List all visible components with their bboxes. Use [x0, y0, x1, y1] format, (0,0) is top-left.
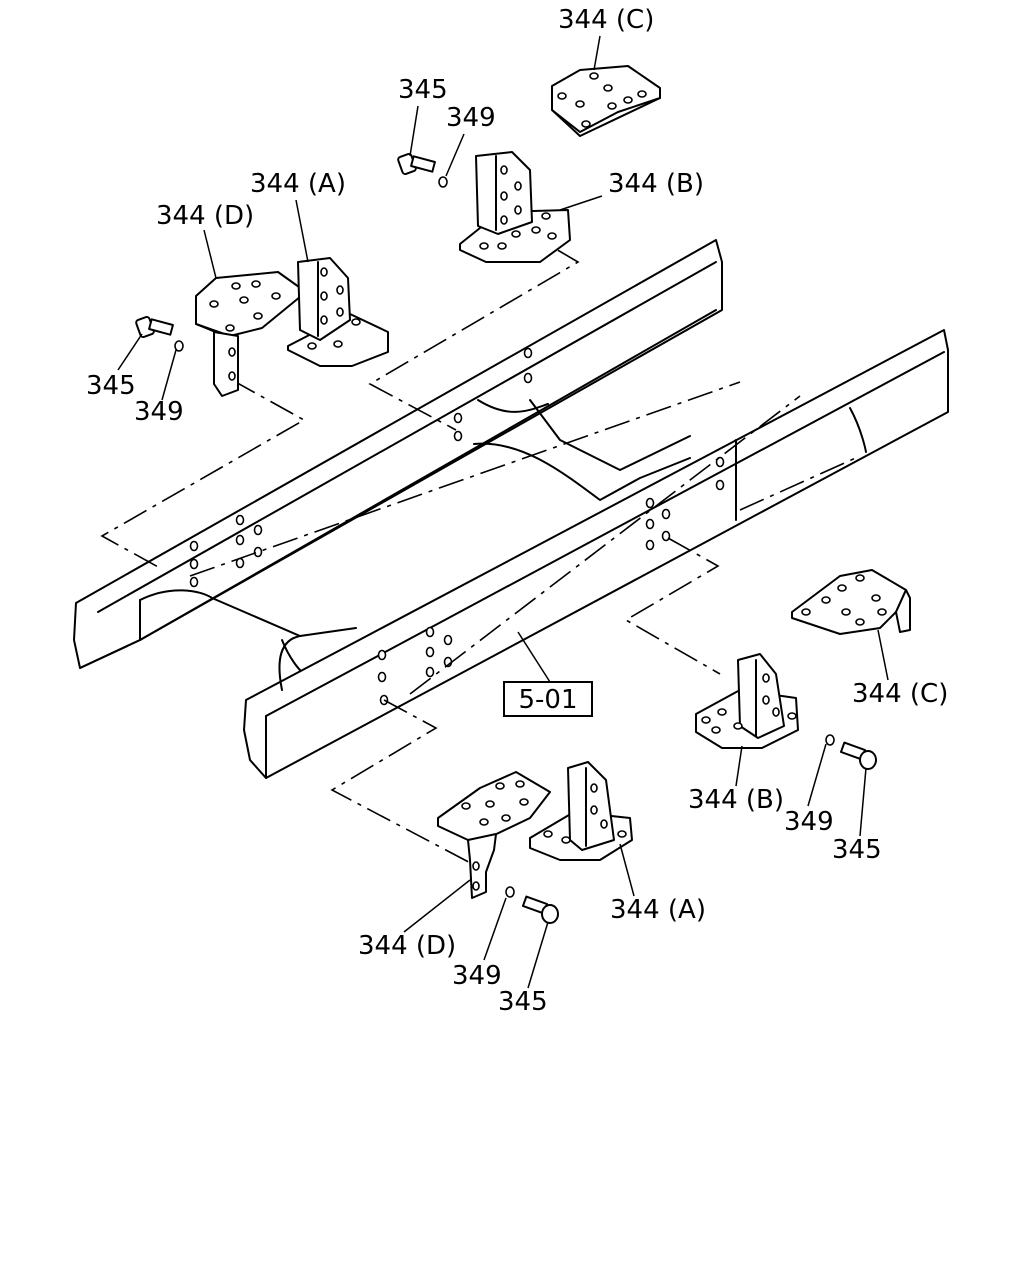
bolt-345-top [397, 152, 448, 188]
callout-344a-top: 344 (A) [250, 169, 346, 199]
plate-344c-top [551, 65, 661, 137]
cross-member-front [473, 399, 691, 501]
callout-labels: 344 (C) 345 349 344 (B) 344 (A) 344 (D) … [86, 5, 948, 1017]
plate-344c-right [791, 569, 911, 635]
callout-344c-right: 344 (C) [852, 679, 948, 709]
callout-349-bottom: 349 [452, 961, 502, 991]
callout-349-left: 349 [134, 397, 184, 427]
callout-344b-top: 344 (B) [608, 169, 704, 199]
callout-344d-bottom: 344 (D) [358, 931, 456, 961]
callout-345-right: 345 [832, 835, 882, 865]
callout-345-left: 345 [86, 371, 136, 401]
frame-front-rail [243, 329, 949, 779]
callout-349-top: 349 [446, 103, 496, 133]
bracket-344d-bottom [437, 771, 551, 899]
callout-349-right: 349 [784, 807, 834, 837]
bracket-344b-right [695, 653, 799, 749]
bracket-344d-top [195, 271, 307, 397]
bolt-345-bottom [505, 886, 559, 924]
cross-member-rear [139, 589, 357, 691]
bracket-344a-top [287, 257, 389, 367]
frame-holes [189, 347, 725, 706]
reference-label: 5-01 [518, 685, 577, 715]
bracket-344a-bottom [529, 761, 633, 861]
callout-344c-top: 344 (C) [558, 5, 654, 35]
callout-344b-right: 344 (B) [688, 785, 784, 815]
callout-344a-bottom: 344 (A) [610, 895, 706, 925]
frame-rear-rail [73, 239, 723, 669]
bolt-345-left [135, 315, 184, 352]
callout-345-bottom: 345 [498, 987, 548, 1017]
leader-lines [117, 35, 889, 989]
callout-344d-top: 344 (D) [156, 201, 254, 231]
callout-345-top: 345 [398, 75, 448, 105]
reference-box: 5-01 [503, 681, 593, 717]
bolt-345-right [825, 734, 877, 770]
bracket-344b-top [459, 151, 571, 263]
